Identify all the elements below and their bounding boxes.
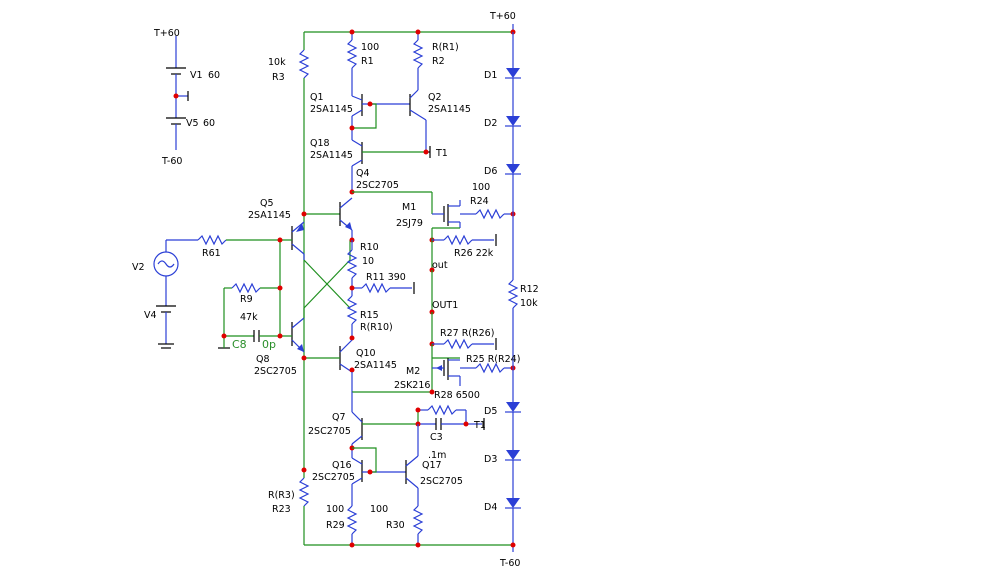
- rail-bottom-label: T-60: [499, 558, 520, 569]
- supply-sources: [166, 36, 189, 150]
- v5-name: V5: [186, 118, 199, 129]
- q1-name: Q1: [310, 92, 324, 103]
- r15-value: R(R10): [360, 322, 393, 333]
- c8-name: C8: [232, 338, 247, 351]
- q16-part: 2SC2705: [312, 472, 355, 483]
- d3-label: D3: [484, 454, 497, 465]
- cross-coupling: [303, 240, 351, 318]
- d1-label: D1: [484, 70, 497, 81]
- negative-rail: [304, 544, 514, 552]
- r24-value: 100: [472, 182, 490, 193]
- q8-name: Q8: [256, 354, 270, 365]
- v2-name: V2: [132, 262, 145, 273]
- q2-name: Q2: [428, 92, 442, 103]
- left-branch: [298, 32, 310, 545]
- r30-name: R30: [386, 520, 405, 531]
- r23-name: R23: [272, 504, 291, 515]
- v1-name: V1: [190, 70, 203, 81]
- q5-name: Q5: [260, 198, 274, 209]
- r1-name: R1: [361, 56, 374, 67]
- q18-part: 2SA1145: [310, 150, 353, 161]
- r15-name: R15: [360, 310, 379, 321]
- r2-name: R2: [432, 56, 445, 67]
- transistor-q16-q17: [301, 447, 424, 548]
- c3-name: C3: [430, 432, 443, 443]
- q16-name: Q16: [332, 460, 352, 471]
- q4-name: Q4: [356, 168, 370, 179]
- src-bottom-label: T-60: [161, 156, 182, 167]
- r27-label: R27 R(R26): [440, 328, 494, 339]
- r30-value: 100: [370, 504, 388, 515]
- r1-value: 100: [361, 42, 379, 53]
- r10-name: R10: [360, 242, 379, 253]
- d4-label: D4: [484, 502, 497, 513]
- src-top-label: T+60: [153, 28, 180, 39]
- q5-part: 2SA1145: [248, 210, 291, 221]
- r12-name: R12: [520, 284, 539, 295]
- t1-bottom: T1: [473, 420, 486, 431]
- transistor-q18: [351, 139, 431, 192]
- transistor-q10: [301, 339, 433, 393]
- d6-label: D6: [484, 166, 497, 177]
- q8-part: 2SC2705: [254, 366, 297, 377]
- transistor-q4: [301, 189, 433, 240]
- output-node: [429, 267, 435, 344]
- r11-label: R11 390: [366, 272, 406, 283]
- m2-part: 2SK216: [394, 380, 430, 391]
- r25-label: R25 R(R24): [466, 354, 520, 365]
- v1-value: 60: [208, 70, 220, 81]
- q17-name: Q17: [422, 460, 442, 471]
- r24-name: R24: [470, 196, 489, 207]
- r3-value: 10k: [268, 57, 286, 68]
- mosfet-m1: [429, 200, 516, 270]
- out1-label: OUT1: [432, 300, 458, 311]
- q7-name: Q7: [332, 412, 346, 423]
- feedback-r9-c8: [218, 237, 292, 349]
- q10-name: Q10: [356, 348, 376, 359]
- r29-name: R29: [326, 520, 345, 531]
- r9-name: R9: [240, 294, 253, 305]
- q18-name: Q18: [310, 138, 330, 149]
- m2-name: M2: [406, 366, 420, 377]
- r12-value: 10k: [520, 298, 538, 309]
- r28-label: R28 6500: [434, 390, 480, 401]
- transistor-q8: [291, 317, 305, 353]
- out-label: out: [432, 260, 448, 271]
- r29-value: 100: [326, 504, 344, 515]
- r10-value: 10: [362, 256, 374, 267]
- c8-value: 0p: [262, 338, 276, 351]
- bias-network: [346, 237, 415, 341]
- mirror-top: [346, 29, 427, 152]
- v5-value: 60: [203, 118, 215, 129]
- positive-rail: [304, 24, 514, 33]
- r2-value: R(R1): [432, 42, 459, 53]
- m1-name: M1: [402, 202, 416, 213]
- transistor-q5: [291, 221, 305, 260]
- r61-name: R61: [202, 248, 221, 259]
- t1-top: T1: [435, 148, 448, 159]
- q4-part: 2SC2705: [356, 180, 399, 191]
- d2-label: D2: [484, 118, 497, 129]
- input-source: [153, 234, 292, 349]
- r26-label: R26 22k: [454, 248, 494, 259]
- r9-value: 47k: [240, 312, 258, 323]
- r3-name: R3: [272, 72, 285, 83]
- mosfet-m2: [429, 338, 516, 395]
- q17-part: 2SC2705: [420, 476, 463, 487]
- labels: T+60 T-60 T+60 V1 60 V5 60 T-60 V2 V4 10…: [132, 11, 539, 569]
- v4-name: V4: [144, 310, 157, 321]
- c3-value: .1m: [428, 450, 446, 461]
- q10-part: 2SA1145: [354, 360, 397, 371]
- rail-top-label: T+60: [489, 11, 516, 22]
- diode-string: [505, 29, 521, 548]
- q1-part: 2SA1145: [310, 104, 353, 115]
- q2-part: 2SA1145: [428, 104, 471, 115]
- q7-part: 2SC2705: [308, 426, 351, 437]
- m1-part: 2SJ79: [396, 218, 423, 229]
- r23-value: R(R3): [268, 490, 295, 501]
- d5-label: D5: [484, 406, 497, 417]
